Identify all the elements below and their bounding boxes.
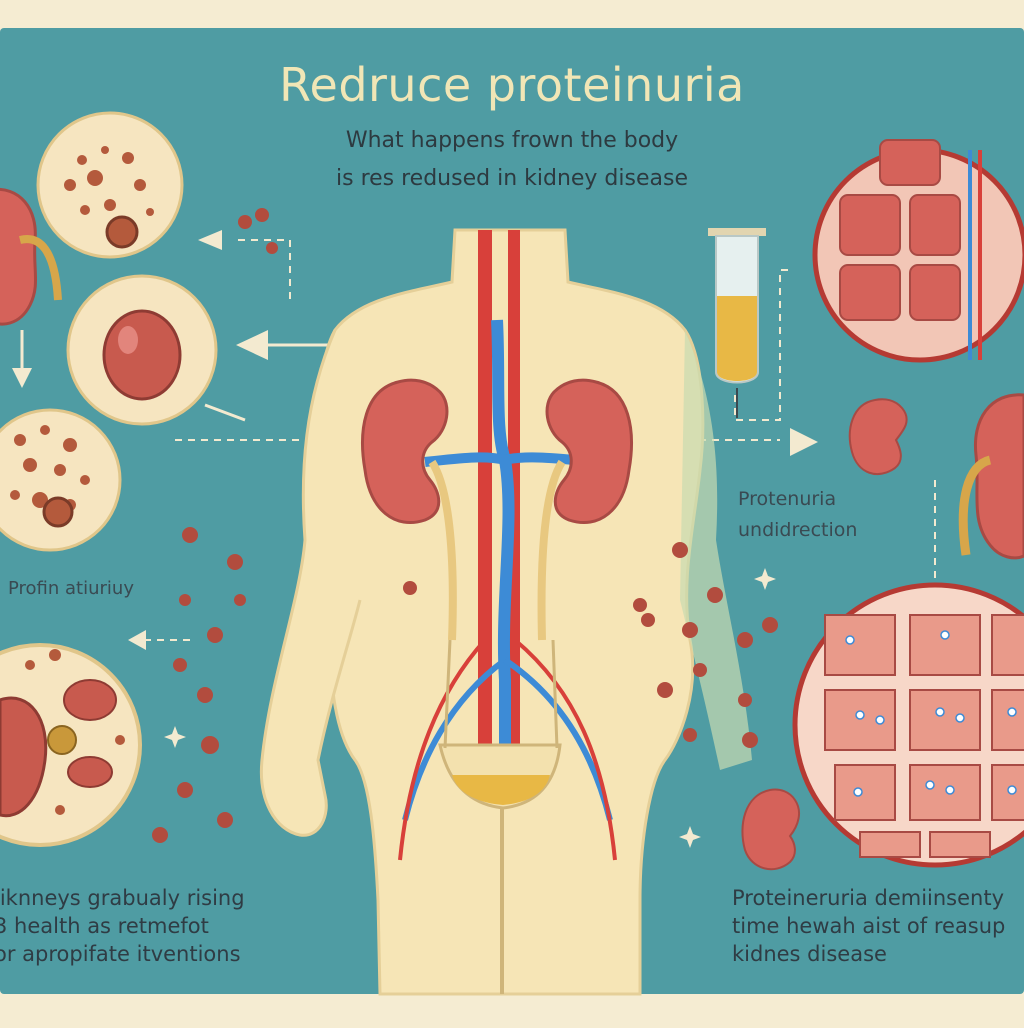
arrow-left-icon xyxy=(236,330,268,360)
kidney-tissue-circle-bottom-left xyxy=(0,643,142,847)
arrow-left-icon xyxy=(128,630,146,650)
callout-right-line-1: Protenuria xyxy=(738,488,837,510)
kidney-tissue-circle-top-right xyxy=(812,139,1024,363)
blood-vessels xyxy=(398,230,617,861)
arrow-right-icon xyxy=(790,428,818,456)
page-title: Redruce proteinuria xyxy=(279,58,745,112)
bottom-right-line-2: time hewah aist of reasup xyxy=(732,914,1006,938)
arrow-left-icon xyxy=(198,230,222,250)
bottom-left-line-2: 3 health as retmefot xyxy=(0,914,209,938)
bottom-left-line-1: iiknneys grabualy rising xyxy=(0,886,245,910)
arrow-down-icon xyxy=(12,368,32,388)
protein-droplets-circle-top xyxy=(36,111,184,259)
kidney-icon-bottom-right xyxy=(741,788,801,871)
red-blood-cell-circle xyxy=(66,274,218,426)
arrowheads xyxy=(12,230,818,650)
scattered-cells xyxy=(152,208,417,843)
kidney-icon-right-small xyxy=(848,398,908,476)
callout-left: Profin atiuriuy xyxy=(8,578,134,599)
tubule-grid-circle-bottom-right xyxy=(792,582,1024,868)
kidney-icon xyxy=(0,188,62,326)
bottom-right-line-1: Proteineruria demiinsenty xyxy=(732,886,1005,910)
bladder-funnel xyxy=(438,639,562,994)
bottom-right-line-3: kidnes disease xyxy=(732,942,887,966)
test-tube-icon xyxy=(708,228,766,418)
kidney-right-organ xyxy=(537,378,633,641)
bottom-left-line-3: or apropifate itventions xyxy=(0,942,241,966)
callout-right-line-2: undidrection xyxy=(738,519,858,541)
kidney-icon-right-large xyxy=(958,393,1024,560)
kidney-left-organ xyxy=(361,378,457,641)
protein-droplets-circle-mid xyxy=(0,408,122,552)
subtitle-line-2: is res redused in kidney disease xyxy=(336,166,688,191)
sparkle-icons xyxy=(164,568,776,848)
scattered-cells-right xyxy=(633,542,778,748)
subtitle-line-1: What happens frown the body xyxy=(345,128,679,153)
